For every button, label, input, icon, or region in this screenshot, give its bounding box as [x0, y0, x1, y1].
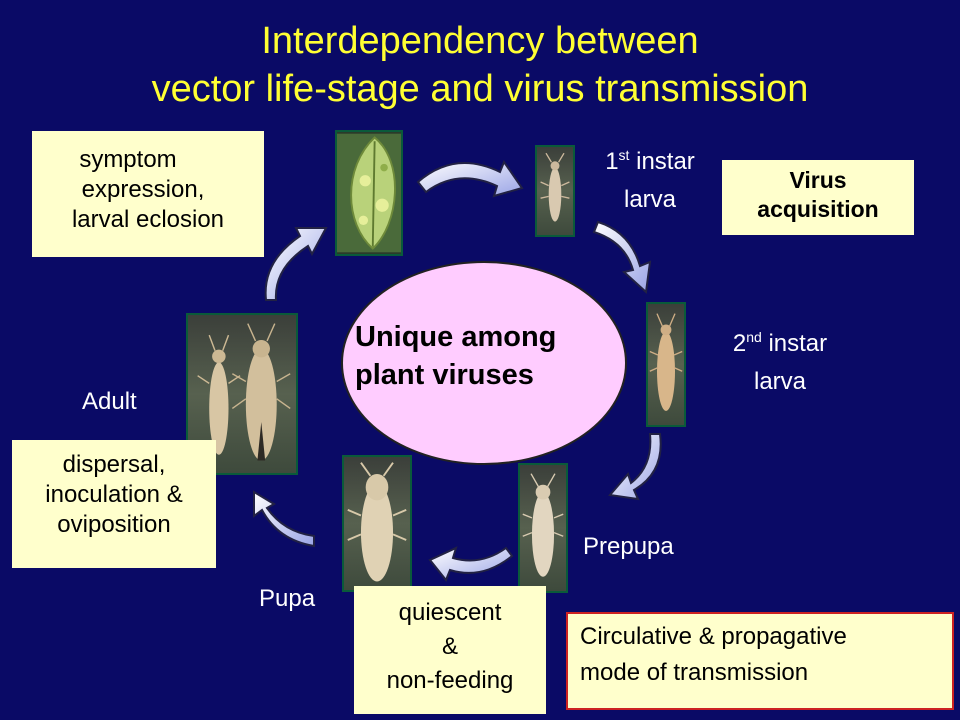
- arrow-pupa-to-adult: [253, 490, 315, 548]
- symptom-box: symptom expression, larval eclosion: [32, 131, 264, 257]
- circulative-box: Circulative & propagative mode of transm…: [566, 612, 954, 710]
- virus-acquisition-box: Virus acquisition: [722, 160, 914, 235]
- infected-leaf-photo: [335, 130, 403, 256]
- pupa-photo: [342, 455, 412, 592]
- second-instar-rest: instar: [761, 330, 828, 357]
- symptom-line-3: larval eclosion: [71, 206, 225, 233]
- quiescent-line-3: non-feeding: [386, 667, 514, 694]
- symptom-line-1: symptom: [79, 146, 177, 173]
- title-line-2: vector life-stage and virus transmission: [151, 68, 809, 110]
- second-instar-num: 2: [732, 330, 747, 357]
- first-instar-num: 1: [605, 148, 619, 175]
- center-line-2: plant viruses: [355, 359, 534, 391]
- circulative-line-2: mode of transmission: [580, 659, 809, 686]
- first-instar-sup: st: [618, 147, 630, 163]
- first-instar-larva-photo: [535, 145, 575, 237]
- title-line-1: Interdependency between: [261, 20, 699, 62]
- second-instar-line2: larva: [753, 368, 807, 395]
- adult-thrips-photo: [186, 313, 298, 475]
- dispersal-line-3: oviposition: [57, 511, 171, 538]
- arrow-first-to-second-instar: [592, 220, 652, 295]
- center-line-1: Unique among: [355, 321, 557, 353]
- arrow-second-to-prepupa: [608, 433, 662, 501]
- circulative-line-1: Circulative & propagative: [580, 623, 847, 650]
- first-instar-rest: instar: [629, 148, 695, 175]
- first-instar-line2: larva: [623, 186, 677, 213]
- center-ellipse: [341, 261, 627, 465]
- virus-acquisition-line-2: acquisition: [757, 196, 879, 222]
- quiescent-box: quiescent & non-feeding: [354, 586, 546, 714]
- adult-label: Adult: [82, 388, 137, 415]
- arrow-adult-to-leaf: [264, 227, 328, 301]
- center-text: Unique among plant viruses: [355, 318, 556, 394]
- second-instar-larva-photo: [646, 302, 686, 427]
- prepupa-photo: [518, 463, 568, 593]
- second-instar-label: 2nd instar larva: [710, 322, 850, 397]
- arrow-leaf-to-first-instar: [416, 159, 524, 198]
- second-instar-sup: nd: [746, 329, 762, 345]
- quiescent-line-2: &: [441, 633, 458, 660]
- prepupa-label: Prepupa: [583, 533, 674, 560]
- dispersal-box: dispersal, inoculation & oviposition: [12, 440, 216, 568]
- pupa-label: Pupa: [259, 585, 316, 612]
- symptom-line-2: expression,: [81, 176, 205, 203]
- quiescent-line-1: quiescent: [398, 599, 502, 626]
- virus-acquisition-line-1: Virus: [789, 167, 847, 193]
- dispersal-line-1: dispersal,: [62, 451, 166, 478]
- arrow-prepupa-to-pupa: [428, 546, 514, 582]
- first-instar-label: 1st instar larva: [585, 140, 715, 215]
- dispersal-line-2: inoculation &: [45, 481, 183, 508]
